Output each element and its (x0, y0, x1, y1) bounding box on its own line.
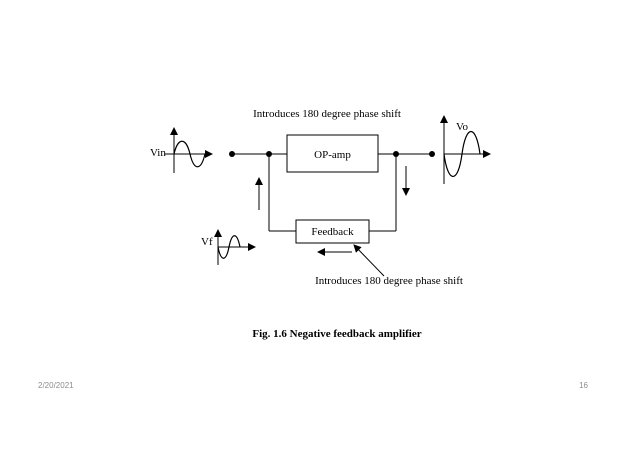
output-terminal (429, 151, 435, 157)
annotation-pointer (353, 244, 385, 277)
feedback-block (295, 219, 370, 244)
vo-waveform (440, 115, 491, 184)
vin-label: Vin (150, 147, 166, 159)
top-annotation: Introduces 180 degree phase shift (253, 108, 401, 120)
bottom-annotation: Introduces 180 degree phase shift (315, 275, 463, 287)
vin-waveform (165, 127, 213, 173)
slide-page-number: 16 (579, 381, 588, 390)
slide-date: 2/20/2021 (38, 381, 74, 390)
vf-label: Vf (201, 236, 213, 248)
figure-caption: Fig. 1.6 Negative feedback amplifier (252, 328, 422, 340)
opamp-block (286, 134, 379, 173)
vo-label: Vo (456, 121, 469, 133)
opamp-label: OP-amp (314, 149, 351, 161)
input-terminal (229, 151, 235, 157)
feedback-label: Feedback (311, 226, 354, 238)
vf-waveform (214, 229, 256, 265)
